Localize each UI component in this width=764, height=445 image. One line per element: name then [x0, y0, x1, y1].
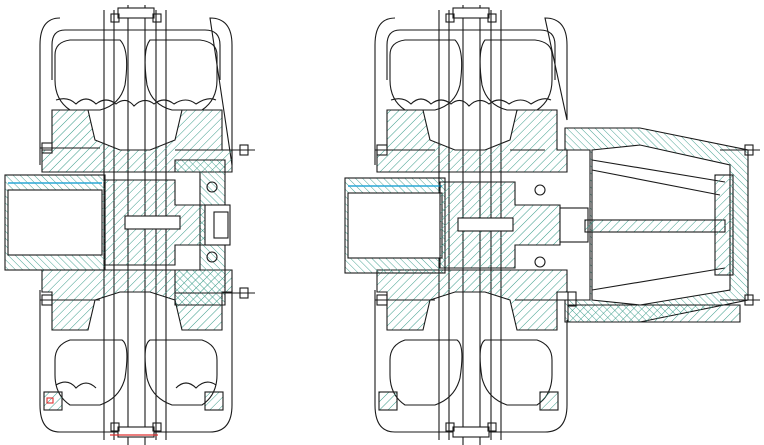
- right-upper-bead: [389, 39, 463, 111]
- right-top-bolt: [452, 7, 490, 19]
- right-lower-bead: [389, 339, 463, 406]
- right-bearing-ball-top: [534, 184, 546, 196]
- left-hub-upper-section: [41, 109, 233, 173]
- left-key-slot: [124, 215, 181, 230]
- left-bearing-ball-bottom: [206, 251, 218, 263]
- right-valve-block-right: [539, 391, 559, 411]
- left-bearing-ball-top: [206, 181, 218, 193]
- right-side-bolts: [375, 144, 760, 307]
- right-key-slot: [457, 217, 514, 232]
- right-bottom-bolt: [452, 426, 490, 438]
- right-hub-upper-section: [376, 109, 568, 173]
- left-side-bolts: [40, 142, 255, 306]
- left-upper-bead: [54, 39, 128, 111]
- right-valve-block-left: [378, 391, 398, 411]
- left-lower-bead: [54, 339, 128, 406]
- right-gearbox-shaft: [584, 219, 726, 233]
- left-assembly-view: [4, 5, 255, 445]
- right-assembly-view: [344, 5, 760, 445]
- left-valve-block-right: [204, 391, 224, 411]
- left-tire-inner: [51, 29, 221, 80]
- left-bottom-bolt: [117, 426, 155, 438]
- right-bearing-ball-bottom: [534, 256, 546, 268]
- left-top-bolt: [117, 7, 155, 19]
